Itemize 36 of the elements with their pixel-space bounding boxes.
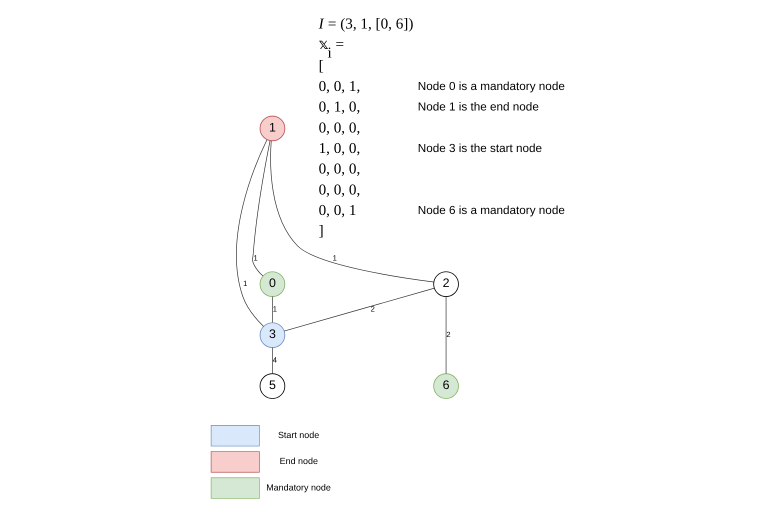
node-circle: 0 [260, 271, 286, 297]
edge-label: 1 [272, 304, 277, 314]
edge-label: 1 [332, 254, 337, 263]
label: 0, 1, 0, [318, 98, 360, 116]
label: 0, 0, 1, [318, 78, 360, 95]
label: Node 6 is a mandatory node [418, 204, 565, 217]
connector [270, 140, 434, 282]
edge-label: 2 [370, 304, 375, 314]
edge-label: 1 [253, 254, 258, 263]
connector [272, 347, 273, 374]
label: [ [318, 57, 324, 74]
label: 0, 0, 0, [318, 119, 360, 136]
label: I = (3, 1, [0, 6]) [318, 15, 414, 32]
node-circle: 1 [260, 116, 286, 142]
label: 0, 0, 0, [318, 181, 360, 198]
connector [284, 288, 434, 332]
node-circle: 2 [433, 271, 459, 297]
label: 1, 0, 0, [318, 140, 360, 157]
legend-label: Mandatory node [266, 482, 331, 492]
label: Node 0 is a mandatory node [418, 80, 565, 93]
edge-label: 1 [243, 279, 248, 288]
node-circle: 6 [433, 373, 459, 399]
legend-label: End node [280, 456, 318, 466]
edge-label: 4 [272, 356, 277, 365]
edge-label: 2 [446, 330, 451, 340]
label: 0, 0, 0, [318, 160, 360, 178]
legend-label: Start node [278, 430, 320, 440]
connector [252, 140, 270, 276]
connector [236, 139, 268, 327]
node-circle: 5 [260, 373, 286, 399]
node-circle: 3 [260, 322, 286, 348]
label: 0, 0, 1 [318, 202, 356, 219]
label: Node 1 is the end node [418, 100, 539, 114]
connector [272, 296, 273, 323]
label: Node 3 is the start node [418, 142, 542, 155]
label: ] [318, 222, 324, 240]
